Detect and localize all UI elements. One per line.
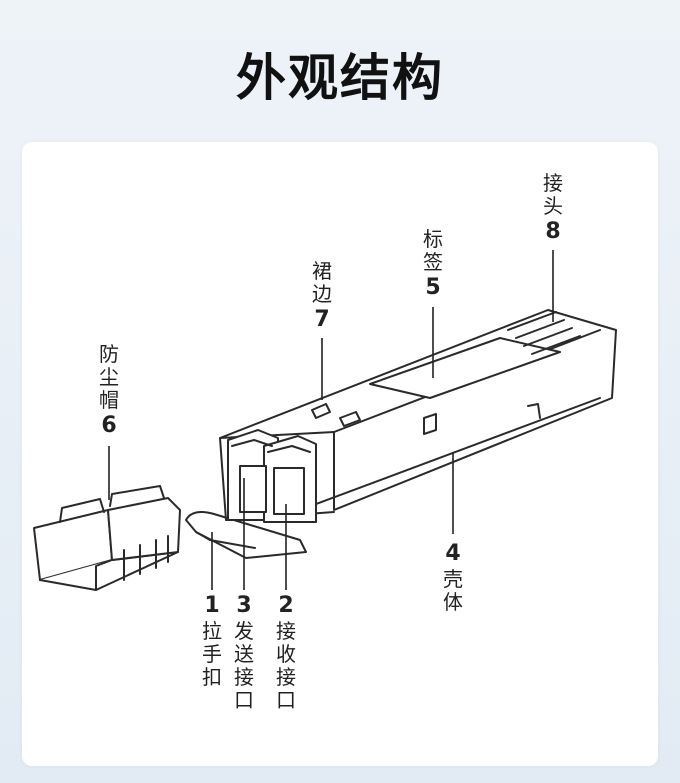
part-name-char: 接 [543,171,563,195]
part-name-char: 送 [234,642,254,666]
part-name-char: 接 [276,619,296,643]
part-number: 4 [445,541,461,566]
part-name-char: 壳 [443,567,463,591]
label-label: 标签 5 [418,228,448,302]
part-name-char: 口 [276,688,296,712]
page-title: 外观结构 [236,49,444,107]
part-number: 7 [314,307,330,332]
part-number: 6 [101,413,117,438]
dust-cap-shape [33,485,181,591]
part-number: 5 [425,275,441,300]
part-name-char: 签 [423,250,443,274]
part-name-char: 接 [276,665,296,689]
skirt-shape [311,403,361,427]
part-number: 8 [545,219,561,244]
part-name-char: 头 [543,194,563,218]
part-name-char: 发 [234,619,254,643]
part-name-char: 拉 [202,619,222,643]
housing-shape [219,309,617,521]
label-rx-port: 2 接收接口 [271,592,301,712]
part-name-char: 扣 [202,665,222,689]
label-connector: 接头 8 [538,172,568,246]
part-number: 2 [278,593,294,618]
part-name-char: 防 [99,342,119,366]
label-housing: 4 壳体 [438,540,468,614]
part-name-char: 边 [312,282,332,306]
part-number: 3 [236,593,252,618]
part-name-char: 收 [276,642,296,666]
part-name-char: 裙 [312,259,332,283]
label-pull-tab: 1 拉手扣 [197,592,227,689]
part-name-char: 标 [423,227,443,251]
part-number: 1 [204,593,220,618]
ports-shape [227,429,317,523]
part-name-char: 接 [234,665,254,689]
pull-tab-shape [185,511,307,559]
part-name-char: 尘 [99,365,119,389]
part-name-char: 体 [443,590,463,614]
part-name-char: 帽 [99,388,119,412]
label-tx-port: 3 发送接口 [229,592,259,712]
label-dust-cap: 防尘帽 6 [94,343,124,440]
part-name-char: 口 [234,688,254,712]
label-skirt: 裙边 7 [307,260,337,334]
part-name-char: 手 [202,642,222,666]
